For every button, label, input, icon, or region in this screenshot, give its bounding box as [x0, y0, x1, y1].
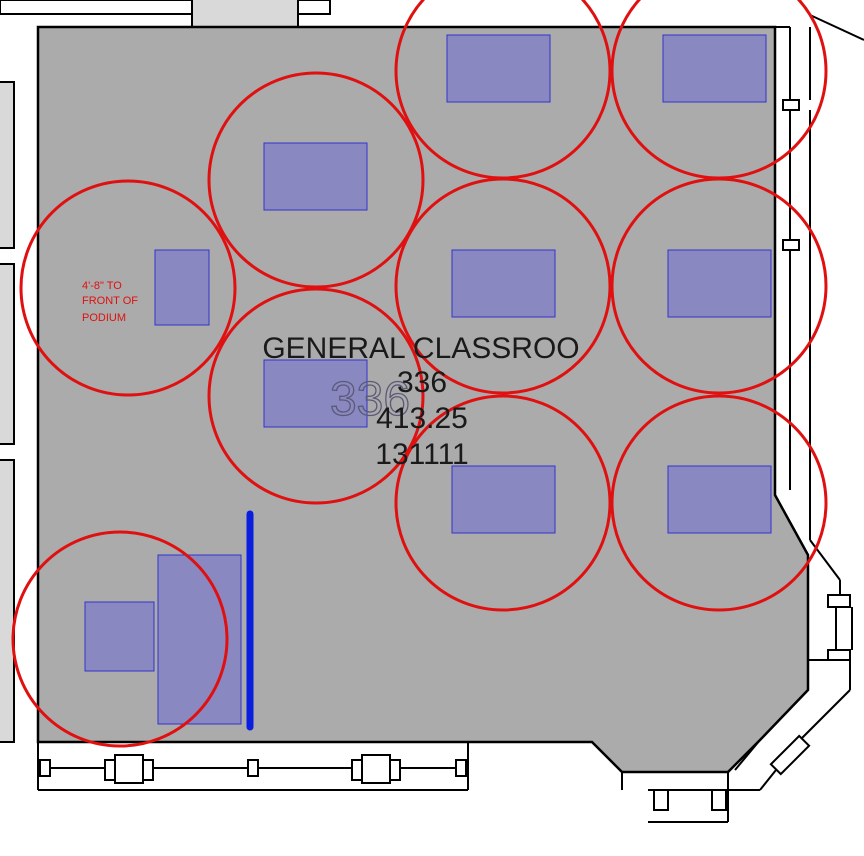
window-mullion-bottom-9 — [711, 789, 727, 811]
window-mullion-bottom-1 — [39, 759, 51, 777]
podium-annotation-line1: 4'-8" TO — [82, 280, 122, 292]
window-mullion-4 — [827, 649, 851, 661]
desk — [662, 34, 767, 103]
window-mullion-2 — [782, 239, 800, 251]
window-mullion-bottom-3 — [114, 754, 144, 784]
room-number-large: 336 — [330, 373, 410, 426]
window-mullion-bottom-7 — [455, 759, 467, 777]
clearance-circle — [394, 394, 612, 612]
clearance-circle — [207, 71, 425, 289]
top-right-wall-segment — [297, 0, 331, 15]
clearance-circles — [11, 0, 828, 748]
clearance-circle — [610, 177, 828, 395]
window-mullion-bottom-8 — [653, 789, 669, 811]
window-mullion-5 — [769, 734, 811, 776]
clearance-circle — [394, 177, 612, 395]
left-panel-3 — [0, 459, 15, 743]
left-panel-2 — [0, 263, 15, 445]
room-area: 413.25 — [376, 402, 468, 435]
desk — [446, 34, 551, 103]
desk — [451, 465, 556, 534]
window-mullion-3 — [827, 594, 851, 608]
desks — [84, 34, 772, 725]
clearance-circle — [610, 394, 828, 612]
desk — [263, 359, 368, 428]
desk — [154, 249, 210, 326]
top-left-wall-segment — [0, 0, 193, 15]
window-mullion-1 — [782, 99, 800, 111]
window-mullion-bottom-4 — [247, 759, 259, 777]
room-code: 131111 — [375, 438, 468, 471]
desk — [263, 142, 368, 211]
left-panel-1 — [0, 81, 15, 249]
clearance-circle — [19, 179, 237, 397]
clearance-circle — [207, 287, 425, 505]
left-wall-panels — [0, 81, 15, 743]
desk — [667, 465, 772, 534]
bottom-exterior-wall — [37, 742, 728, 823]
room-name: GENERAL CLASSROO — [262, 332, 579, 365]
room-number: 336 — [397, 366, 447, 399]
podium-table — [157, 554, 242, 725]
desk — [451, 249, 556, 318]
podium-annotation-line3: PODIUM — [82, 312, 126, 324]
podium-annotation-line2: FRONT OF — [82, 295, 138, 307]
top-door-opening — [192, 0, 298, 26]
podium-chair — [84, 601, 155, 672]
window-mullion-bottom-6 — [361, 754, 391, 784]
right-exterior-wall — [727, 26, 853, 822]
desk — [667, 249, 772, 318]
clearance-circle — [11, 530, 229, 748]
